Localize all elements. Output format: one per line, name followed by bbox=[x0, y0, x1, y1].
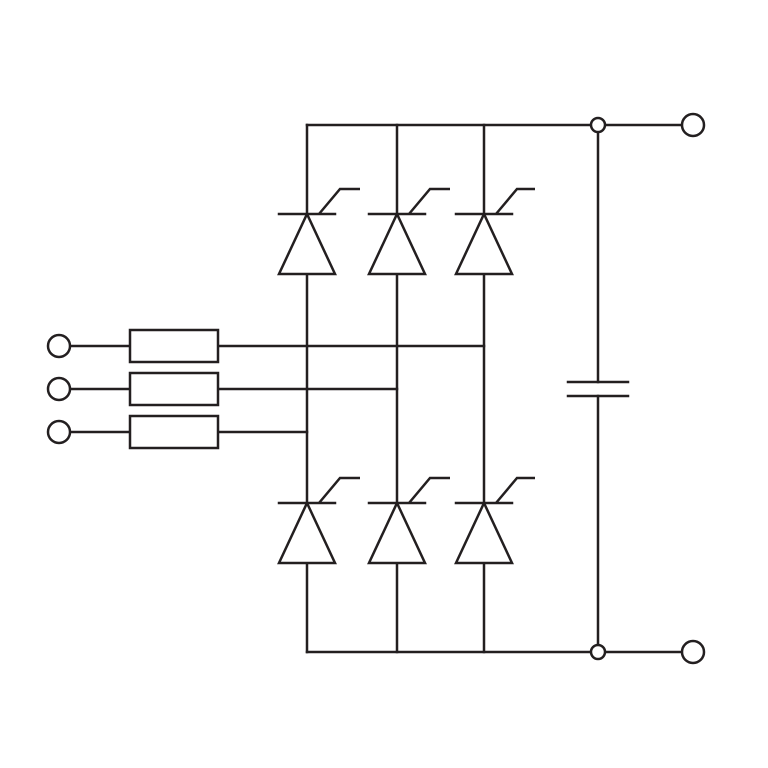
thyristor-upper-1 bbox=[277, 187, 360, 276]
resistor-phase-2 bbox=[128, 371, 220, 407]
top-junction-node bbox=[589, 116, 607, 134]
thyristor-upper-3 bbox=[454, 187, 535, 276]
dc-negative-terminal bbox=[680, 639, 706, 665]
thyristor-lower-1 bbox=[277, 476, 360, 565]
resistor-phase-1 bbox=[128, 328, 220, 364]
ac-input-terminal-2 bbox=[46, 376, 72, 402]
resistor-phase-3 bbox=[128, 414, 220, 450]
ac-input-terminal-1 bbox=[46, 333, 72, 359]
bottom-junction-node bbox=[589, 643, 607, 661]
thyristor-upper-2 bbox=[367, 187, 450, 276]
thyristor-lower-2 bbox=[367, 476, 450, 565]
ac-input-terminal-3 bbox=[46, 419, 72, 445]
dc-positive-terminal bbox=[680, 112, 706, 138]
thyristor-lower-3 bbox=[454, 476, 535, 565]
